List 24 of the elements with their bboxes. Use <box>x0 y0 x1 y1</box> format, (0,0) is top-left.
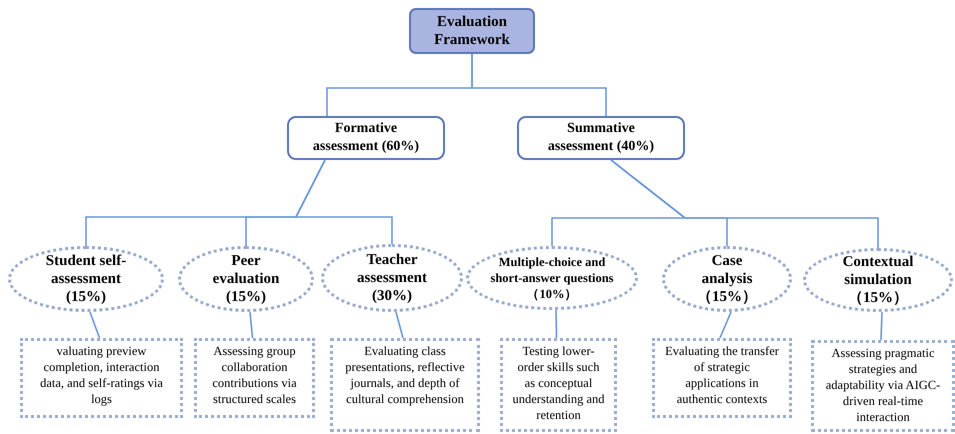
ellipse-node: Peer evaluation (15%) <box>178 246 314 312</box>
description-box: Assessing group collaboration contributions via structured scales <box>194 338 315 418</box>
connector <box>395 312 404 338</box>
ellipse-node: Case analysis （15%） <box>662 246 792 312</box>
description-box: Evaluating class presentations, reflective journals, and depth of cultural comprehension <box>330 338 480 432</box>
ellipse-node: Teacher assessment (30%) <box>321 244 463 312</box>
description-box: Evaluating the transfer of strategic applications in authentic contexts <box>652 338 792 418</box>
connector <box>555 310 558 338</box>
connector <box>294 160 393 244</box>
description-box: Assessing pragmatic strategies and adaptability via AIGC-driven real-time interaction <box>811 340 955 432</box>
ellipse-node: Multiple-choice and short-answer questions（10%） <box>466 246 638 310</box>
connector <box>89 312 100 338</box>
description-box: Testing lower-order skills such as conceptual understanding and retention <box>500 338 617 432</box>
ellipse-node: Contextual simulation （15%） <box>803 248 953 312</box>
connector <box>471 54 607 116</box>
category-box: Summative assessment (40%) <box>517 116 685 160</box>
connector <box>719 312 732 338</box>
connector <box>249 312 254 338</box>
connector <box>610 159 879 248</box>
title-box: Evaluation Framework <box>409 8 535 54</box>
category-box: Formative assessment (60%) <box>287 116 445 160</box>
ellipse-node: Student self-assessment (15%) <box>8 246 164 312</box>
description-box: valuating preview completion, interaction data, and self-ratings via logs <box>20 338 183 418</box>
connector <box>880 312 883 340</box>
